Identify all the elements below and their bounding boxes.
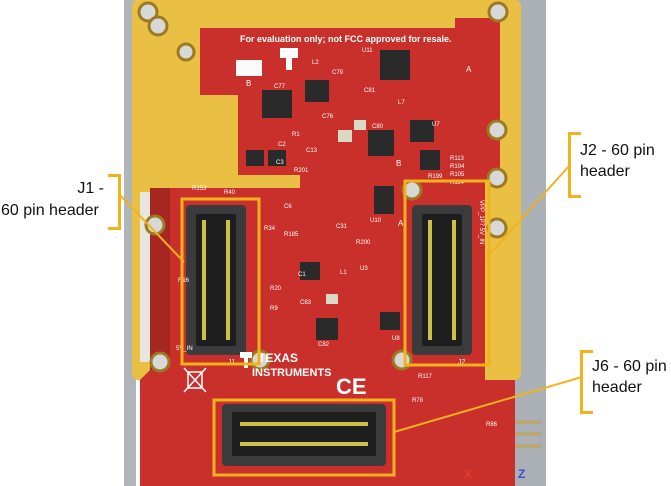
highlight-j6[interactable]: [212, 398, 396, 477]
label-r117: R117: [418, 374, 433, 380]
label-r105: R105: [450, 172, 465, 178]
highlight-j2[interactable]: [403, 179, 491, 367]
label-r20: R20: [270, 286, 282, 292]
label-c2: C2: [278, 142, 286, 148]
callout-j2-line1: J2 - 60 pin: [580, 142, 655, 159]
connector-j1[interactable]: [186, 205, 246, 355]
callout-j6: J6 - 60 pin header: [592, 356, 667, 398]
label-r86: R86: [486, 422, 498, 428]
callout-j1-line1: J1 -: [77, 180, 104, 197]
axis-x-label: X: [464, 467, 472, 481]
label-j2-pins: VPP_1P7 5V_IN: [478, 200, 484, 244]
callout-j2: J2 - 60 pin header: [580, 140, 655, 182]
bracket-j2: [568, 132, 581, 198]
label-l7: L7: [398, 100, 405, 106]
label-r40: R40: [224, 190, 236, 196]
label-j2: J2: [458, 359, 466, 366]
label-j1-pins: 5V_IN: [176, 346, 193, 352]
label-u11: U11: [362, 48, 373, 54]
label-c31: C31: [336, 224, 348, 230]
label-c83: C83: [300, 300, 312, 306]
label-c81: C81: [364, 88, 376, 94]
bracket-j6: [580, 350, 593, 414]
callout-j1-line2: 60 pin header: [1, 202, 99, 219]
label-u8: U8: [392, 336, 400, 342]
label-mark-a1: A: [466, 65, 472, 74]
label-mark-b2: B: [396, 159, 401, 168]
label-c82: C82: [318, 342, 330, 348]
callout-j6-line2: header: [592, 379, 642, 396]
header-pins: [515, 420, 541, 448]
components: [236, 50, 440, 340]
label-l1: L1: [340, 270, 347, 276]
connector-j6[interactable]: [222, 404, 386, 466]
label-u10: U10: [370, 218, 382, 224]
label-c13: C13: [306, 148, 318, 154]
leader-j6: [393, 376, 583, 433]
label-r78: R78: [412, 398, 424, 404]
weee-bin-icon: [183, 367, 207, 393]
label-u7: U7: [432, 122, 440, 128]
label-r113: R113: [450, 156, 465, 162]
label-c1: C1: [298, 272, 306, 278]
axis-z-label: Z: [518, 467, 525, 481]
label-c3: C3: [276, 160, 284, 166]
label-l2: L2: [312, 60, 319, 66]
ce-mark: CE: [336, 374, 367, 399]
label-c76: C76: [322, 114, 334, 120]
highlight-j1[interactable]: [180, 197, 261, 366]
label-mark-a2: A: [398, 219, 404, 228]
callout-j1-sub: 60 pin header: [1, 200, 99, 221]
label-r9: R9: [270, 306, 278, 312]
label-c80: C80: [372, 124, 384, 130]
label-mark-b1: B: [246, 79, 251, 88]
connector-j2[interactable]: [412, 205, 472, 355]
label-r201: R201: [294, 168, 309, 174]
label-r185: R185: [284, 232, 299, 238]
bracket-j1: [108, 174, 121, 230]
callout-j1: J1 -: [40, 178, 104, 199]
label-c79: C79: [332, 70, 344, 76]
label-c77: C77: [274, 84, 286, 90]
label-r104: R104: [450, 164, 465, 170]
logo-texas: TEXAS: [258, 351, 298, 365]
leader-j2: [487, 164, 571, 257]
ti-logo-icon: [280, 48, 298, 70]
label-r114: R114: [450, 180, 465, 186]
label-r153: R153: [192, 186, 207, 192]
label-r34: R34: [264, 226, 276, 232]
ti-logo-small-icon: [240, 352, 252, 368]
label-c6: C6: [284, 204, 292, 210]
mounting-holes: [137, 1, 509, 373]
callout-j2-line2: header: [580, 163, 630, 180]
label-u3: U3: [360, 266, 368, 272]
label-r1: R1: [292, 132, 300, 138]
label-r200: R200: [356, 240, 371, 246]
leader-j1: [117, 192, 185, 263]
callout-j6-line1: J6 - 60 pin: [592, 358, 667, 375]
label-r199: R199: [428, 174, 443, 180]
logo-instruments: INSTRUMENTS: [252, 367, 331, 379]
disclaimer-text: For evaluation only; not FCC approved fo…: [240, 34, 452, 44]
label-r16: R16: [178, 278, 190, 284]
silkscreen: For evaluation only; not FCC approved fo…: [176, 34, 498, 428]
